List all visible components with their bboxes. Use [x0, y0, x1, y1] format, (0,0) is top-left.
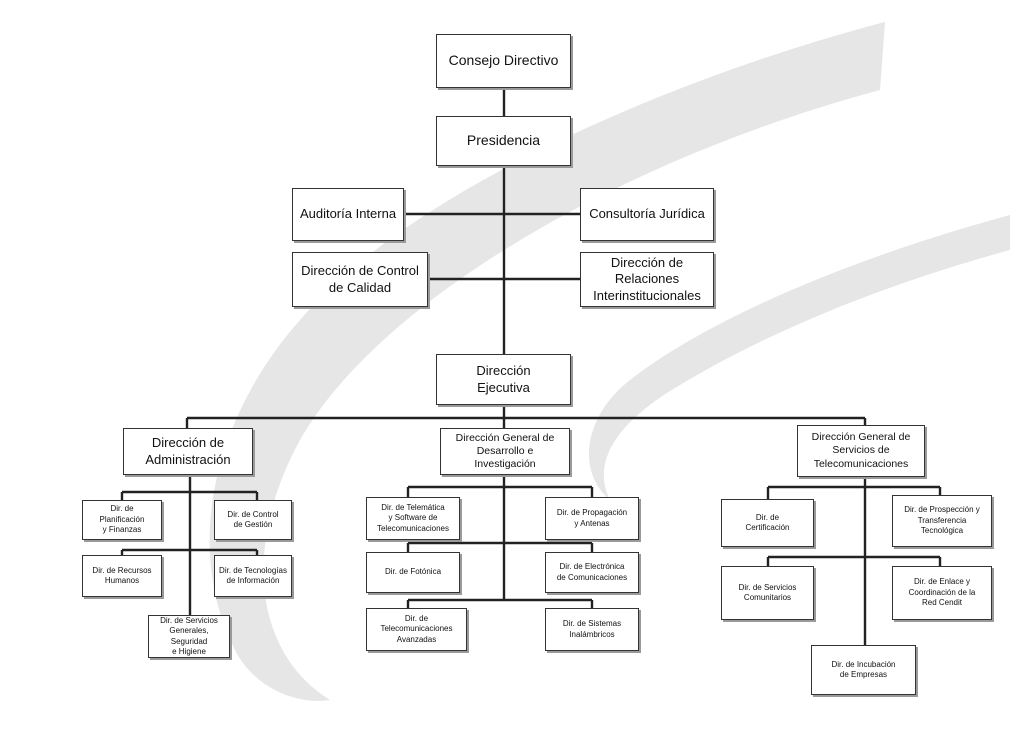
- label: Dir. de Certificación: [745, 512, 790, 532]
- watermark-logo: [209, 22, 1010, 701]
- box-relaciones-interinstitucionales: Dirección de Relaciones Interinstitucion…: [580, 252, 714, 307]
- box-presidencia: Presidencia: [436, 116, 571, 166]
- box-control-calidad: Dirección de Control de Calidad: [292, 252, 428, 307]
- label: Dirección de Administración: [145, 435, 231, 467]
- label: Dirección Ejecutiva: [476, 363, 531, 395]
- box-fotonica: Dir. de Fotónica: [366, 552, 460, 593]
- label: Dir. de Servicios Generales, Seguridad e…: [160, 615, 218, 656]
- label: Dirección General de Servicios de Teleco…: [811, 431, 911, 470]
- box-incubacion-empresas: Dir. de Incubación de Empresas: [811, 645, 916, 695]
- box-telecom-avanzadas: Dir. de Telecomunicaciones Avanzadas: [366, 608, 467, 651]
- label: Dir. de Incubación de Empresas: [831, 659, 896, 679]
- box-desarrollo-investigacion: Dirección General de Desarrollo e Invest…: [440, 428, 570, 475]
- label: Dir. de Control de Gestión: [227, 509, 279, 529]
- box-certificacion: Dir. de Certificación: [721, 499, 814, 547]
- label: Dirección de Relaciones Interinstitucion…: [593, 255, 701, 303]
- box-consultoria-juridica: Consultoría Jurídica: [580, 188, 714, 241]
- box-consejo-directivo: Consejo Directivo: [436, 34, 571, 88]
- box-servicios-telecomunicaciones: Dirección General de Servicios de Teleco…: [797, 425, 925, 477]
- box-prospeccion-transferencia: Dir. de Prospección y Transferencia Tecn…: [892, 495, 992, 547]
- label: Dir. de Fotónica: [384, 567, 442, 577]
- label: Dir. de Propagación y Antenas: [556, 508, 628, 528]
- label: Consultoría Jurídica: [589, 206, 705, 222]
- label: Consejo Directivo: [448, 52, 559, 69]
- box-direccion-administracion: Dirección de Administración: [123, 428, 253, 475]
- box-recursos-humanos: Dir. de Recursos Humanos: [82, 555, 162, 597]
- box-planificacion-finanzas: Dir. de Planificación y Finanzas: [82, 500, 162, 540]
- label: Dirección General de Desarrollo e Invest…: [455, 431, 555, 471]
- box-telematica-software: Dir. de Telemática y Software de Telecom…: [366, 497, 460, 540]
- box-propagacion-antenas: Dir. de Propagación y Antenas: [545, 497, 639, 540]
- label: Dir. de Enlace y Coordinación de la Red …: [908, 577, 976, 608]
- label: Dir. de Tecnologías de Información: [219, 565, 287, 585]
- label: Auditoría Interna: [299, 206, 397, 222]
- label: Dir. de Sistemas Inalámbricos: [562, 619, 622, 639]
- box-servicios-generales: Dir. de Servicios Generales, Seguridad e…: [148, 615, 230, 658]
- label: Dirección de Control de Calidad: [301, 263, 419, 295]
- label: Dir. de Electrónica de Comunicaciones: [556, 562, 628, 582]
- box-tecnologias-informacion: Dir. de Tecnologías de Información: [214, 555, 292, 597]
- box-enlace-coordinacion: Dir. de Enlace y Coordinación de la Red …: [892, 566, 992, 620]
- label: Dir. de Servicios Comunitarios: [738, 582, 797, 602]
- box-sistemas-inalambricos: Dir. de Sistemas Inalámbricos: [545, 608, 639, 651]
- box-electronica-comunicaciones: Dir. de Electrónica de Comunicaciones: [545, 552, 639, 593]
- box-direccion-ejecutiva: Dirección Ejecutiva: [436, 354, 571, 405]
- connector-lines: [120, 87, 942, 645]
- label: Dir. de Recursos Humanos: [92, 565, 152, 585]
- label: Dir. de Prospección y Transferencia Tecn…: [904, 505, 980, 536]
- label: Dir. de Telecomunicaciones Avanzadas: [380, 613, 453, 644]
- box-control-gestion: Dir. de Control de Gestión: [214, 500, 292, 540]
- label: Dir. de Telemática y Software de Telecom…: [376, 502, 450, 533]
- label: Dir. de Planificación y Finanzas: [99, 504, 145, 535]
- box-servicios-comunitarios: Dir. de Servicios Comunitarios: [721, 566, 814, 620]
- label: Presidencia: [466, 132, 541, 149]
- box-auditoria-interna: Auditoría Interna: [292, 188, 404, 241]
